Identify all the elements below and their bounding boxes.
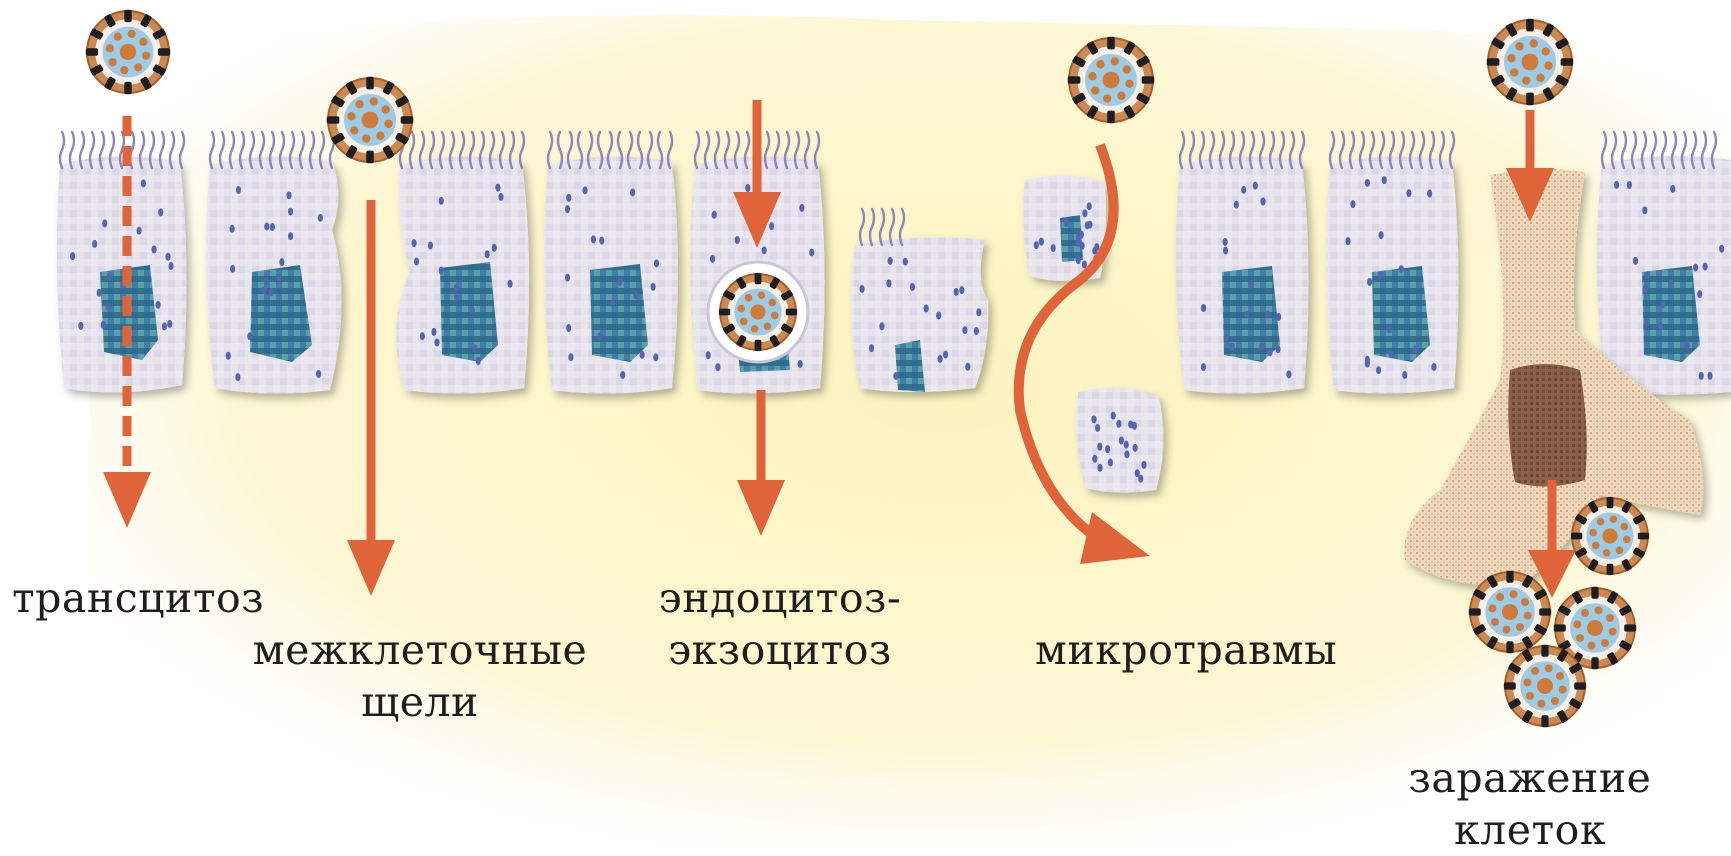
label-transcytosis: трансцитоз xyxy=(12,572,264,624)
label-infection-line1: заражение xyxy=(1390,752,1670,804)
label-microtrauma-text: микротравмы xyxy=(1035,624,1337,676)
label-endo-exocytosis: эндоцитоз- экзоцитоз xyxy=(630,572,930,676)
label-cell-infection: заражение клеток xyxy=(1390,752,1670,856)
label-endo-line2: экзоцитоз xyxy=(630,624,930,676)
epithelial-cell xyxy=(396,157,529,394)
epithelial-cell xyxy=(1326,157,1459,394)
virus-particle xyxy=(719,273,797,351)
virus-particle xyxy=(327,77,414,164)
virus-particle xyxy=(1487,19,1574,106)
epithelial-cell xyxy=(1597,156,1731,395)
virus-particle xyxy=(1571,497,1649,575)
cell-nucleus xyxy=(1372,266,1430,362)
cell-nucleus xyxy=(440,262,498,362)
label-endo-line1: эндоцитоз- xyxy=(630,572,930,624)
label-microtrauma: микротравмы xyxy=(1035,624,1337,676)
virus-particle xyxy=(1469,571,1551,653)
infected-nucleus xyxy=(1508,364,1586,487)
label-intercellular-line1: межклеточные xyxy=(240,624,600,676)
virus-particle xyxy=(86,10,170,94)
epithelial-cell xyxy=(57,157,187,393)
label-intercellular-gaps: межклеточные щели xyxy=(240,624,600,728)
label-intercellular-line2: щели xyxy=(240,676,600,728)
virus-particle xyxy=(1068,37,1155,124)
cell-nucleus xyxy=(895,340,925,392)
virus-particle xyxy=(1504,645,1586,727)
label-transcytosis-text: трансцитоз xyxy=(12,572,264,624)
label-infection-line2: клеток xyxy=(1390,804,1670,856)
